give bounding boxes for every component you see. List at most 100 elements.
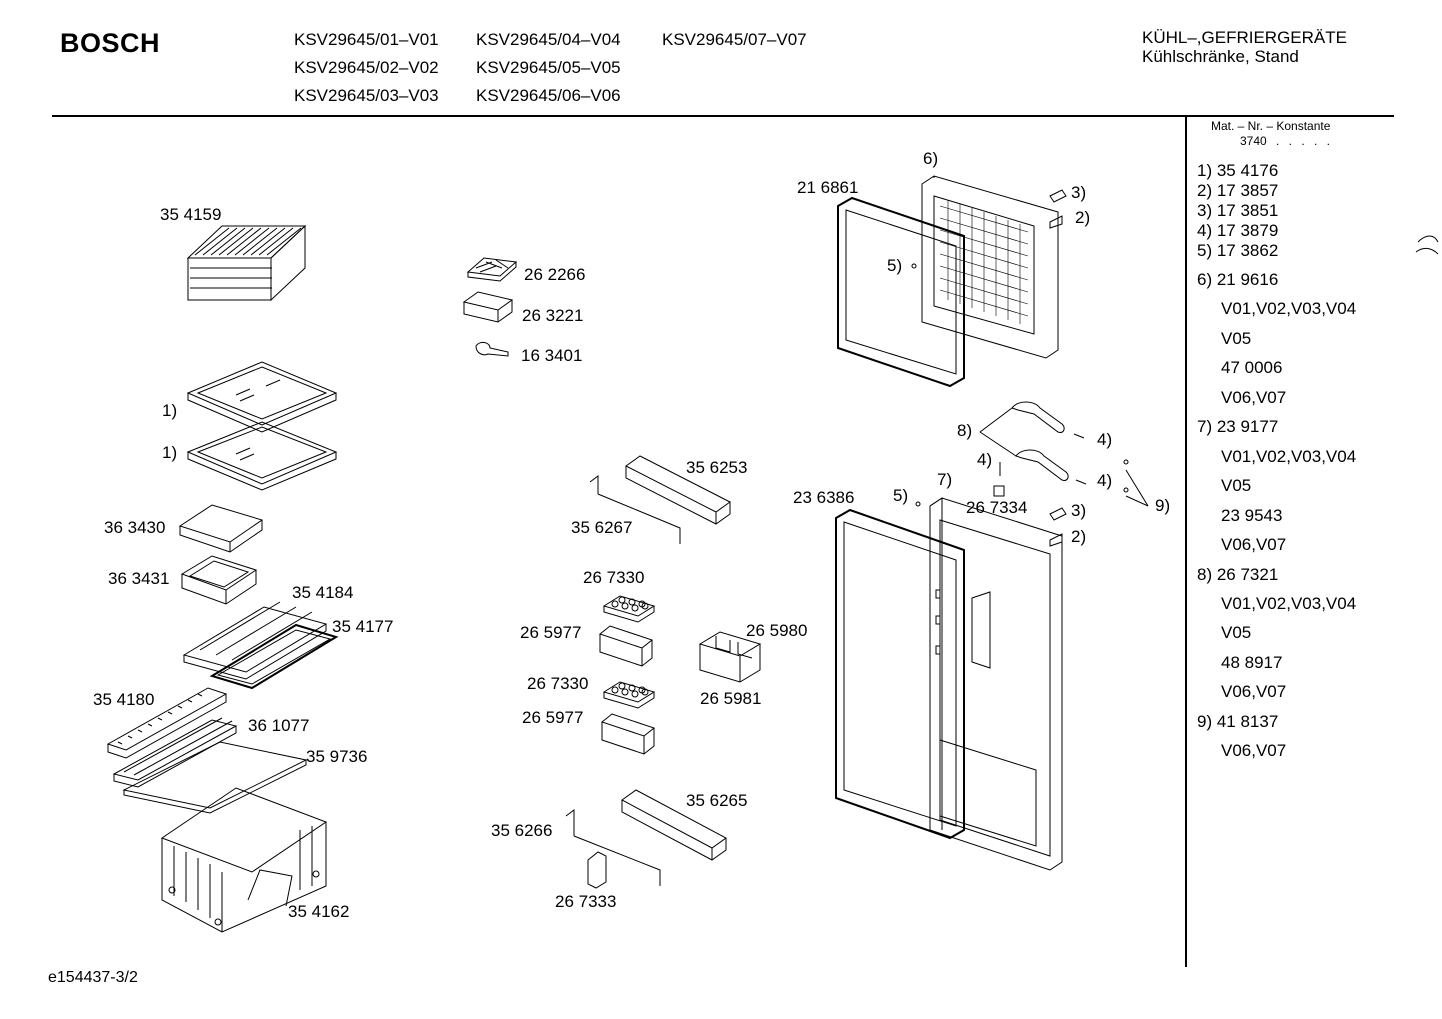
callout-label: 6) bbox=[923, 149, 939, 168]
part-label: 21 6861 bbox=[797, 178, 859, 197]
mat-number-prefix: 3740 bbox=[1240, 134, 1267, 148]
parts-list-item: 9) 41 8137 bbox=[1197, 712, 1279, 731]
mat-number-dots: . . . . . bbox=[1276, 134, 1334, 148]
parts-list-variant: V01,V02,V03,V04 bbox=[1221, 447, 1357, 466]
crisper-354162 bbox=[162, 788, 326, 932]
part-label: 26 2266 bbox=[524, 265, 586, 284]
small-box-b bbox=[602, 714, 654, 754]
wire-shelf-rack bbox=[188, 226, 305, 300]
part-label: 35 6266 bbox=[491, 821, 553, 840]
callout-label: 4) bbox=[1097, 471, 1113, 490]
part-label: 35 4184 bbox=[292, 583, 354, 602]
parts-list-variant: V06,V07 bbox=[1221, 682, 1287, 701]
clip-267333 bbox=[588, 852, 606, 888]
parts-list-variant: 48 8917 bbox=[1221, 653, 1283, 672]
holder-265980 bbox=[700, 632, 760, 682]
part-label: 35 6253 bbox=[686, 458, 748, 477]
callout-label: 4) bbox=[1097, 430, 1113, 449]
freezer-door bbox=[922, 176, 1058, 358]
door-handle-lower bbox=[1016, 450, 1068, 480]
model-number: KSV29645/07–V07 bbox=[662, 30, 807, 49]
parts-list-item: 8) 26 7321 bbox=[1197, 565, 1279, 584]
brand-logo: BOSCH bbox=[60, 28, 161, 58]
callout-label: 2) bbox=[1075, 208, 1091, 227]
small-box-a bbox=[600, 626, 652, 666]
cap-9-b bbox=[1124, 488, 1128, 492]
screws-4 bbox=[1000, 434, 1086, 484]
stray-mark bbox=[1416, 236, 1438, 254]
door-shelf-356265 bbox=[622, 790, 726, 860]
part-label: 35 4162 bbox=[288, 902, 350, 921]
door-shelf-356253 bbox=[626, 456, 730, 524]
part-label: 26 5980 bbox=[746, 621, 808, 640]
fridge-gasket bbox=[836, 510, 964, 838]
parts-list-variant: V06,V07 bbox=[1221, 741, 1287, 760]
part-label: 36 1077 bbox=[248, 716, 310, 735]
model-number: KSV29645/03–V03 bbox=[294, 86, 439, 105]
part-label: 26 5977 bbox=[522, 708, 584, 727]
category-subtitle: Kühlschränke, Stand bbox=[1142, 47, 1299, 66]
door-handle-upper bbox=[1012, 402, 1064, 432]
parts-list-item: 5) 17 3862 bbox=[1197, 241, 1279, 260]
part-label: 35 4180 bbox=[93, 690, 155, 709]
ice-scraper bbox=[476, 342, 508, 356]
fridge-door bbox=[930, 498, 1062, 870]
glass-shelf-lower bbox=[188, 422, 336, 490]
tray-363431 bbox=[182, 556, 256, 604]
freezer-gasket bbox=[838, 198, 964, 386]
parts-list-variant: V01,V02,V03,V04 bbox=[1221, 299, 1357, 318]
glass-354177 bbox=[212, 625, 336, 688]
callout-label: 1) bbox=[162, 401, 178, 420]
tray-363430 bbox=[180, 505, 262, 552]
model-number: KSV29645/05–V05 bbox=[476, 58, 621, 77]
cover-354184 bbox=[184, 602, 326, 679]
strip-354180 bbox=[108, 688, 226, 758]
part-label: 26 5977 bbox=[520, 623, 582, 642]
parts-list-variant: V06,V07 bbox=[1221, 535, 1287, 554]
glass-359736 bbox=[124, 742, 306, 813]
ice-tray bbox=[468, 258, 516, 281]
part-label: 35 9736 bbox=[306, 747, 368, 766]
model-number: KSV29645/06–V06 bbox=[476, 86, 621, 105]
part-label: 26 3221 bbox=[522, 306, 584, 325]
part-label: 16 3401 bbox=[521, 346, 583, 365]
parts-list-divider bbox=[1185, 117, 1187, 967]
callout-label: 8) bbox=[957, 421, 973, 440]
callout-label: 5) bbox=[887, 256, 903, 275]
leader-lines-8 bbox=[980, 408, 1016, 456]
category-title: KÜHL–,GEFRIERGERÄTE bbox=[1142, 28, 1347, 47]
callout-label: 4) bbox=[977, 450, 993, 469]
callout-label: 2) bbox=[1071, 527, 1087, 546]
part-label: 36 3430 bbox=[104, 518, 166, 537]
part-label: 26 7334 bbox=[966, 498, 1028, 517]
parts-list-item: 1) 35 4176 bbox=[1197, 161, 1279, 180]
hinges bbox=[912, 190, 1066, 546]
part-label: 26 7330 bbox=[583, 568, 645, 587]
part-267334-block bbox=[994, 486, 1004, 496]
parts-list-item: 6) 21 9616 bbox=[1197, 270, 1279, 289]
callout-label: 3) bbox=[1071, 501, 1087, 520]
part-label: 35 4159 bbox=[160, 205, 222, 224]
door-bar-356267 bbox=[590, 476, 680, 544]
egg-tray-b bbox=[604, 682, 654, 708]
parts-list-variant: V05 bbox=[1221, 623, 1252, 642]
header-divider bbox=[52, 115, 1394, 117]
callout-label: 9) bbox=[1155, 496, 1171, 515]
mat-number-header: Mat. – Nr. – Konstante bbox=[1211, 119, 1331, 133]
parts-list-variant: 47 0006 bbox=[1221, 358, 1283, 377]
callout-label: 3) bbox=[1071, 183, 1087, 202]
part-label: 35 6265 bbox=[686, 791, 748, 810]
egg-tray-a bbox=[604, 596, 654, 622]
document-id: e154437-3/2 bbox=[48, 969, 138, 986]
glass-shelf-upper bbox=[188, 362, 336, 432]
callout-label: 5) bbox=[893, 486, 909, 505]
parts-list-variant: V05 bbox=[1221, 476, 1252, 495]
part-label: 35 4177 bbox=[332, 617, 394, 636]
parts-list-item: 2) 17 3857 bbox=[1197, 181, 1279, 200]
parts-list-variant: V01,V02,V03,V04 bbox=[1221, 594, 1357, 613]
parts-list-variant: V06,V07 bbox=[1221, 388, 1287, 407]
parts-list-item: 4) 17 3879 bbox=[1197, 221, 1279, 240]
cover-361077 bbox=[114, 718, 236, 787]
model-number: KSV29645/02–V02 bbox=[294, 58, 439, 77]
